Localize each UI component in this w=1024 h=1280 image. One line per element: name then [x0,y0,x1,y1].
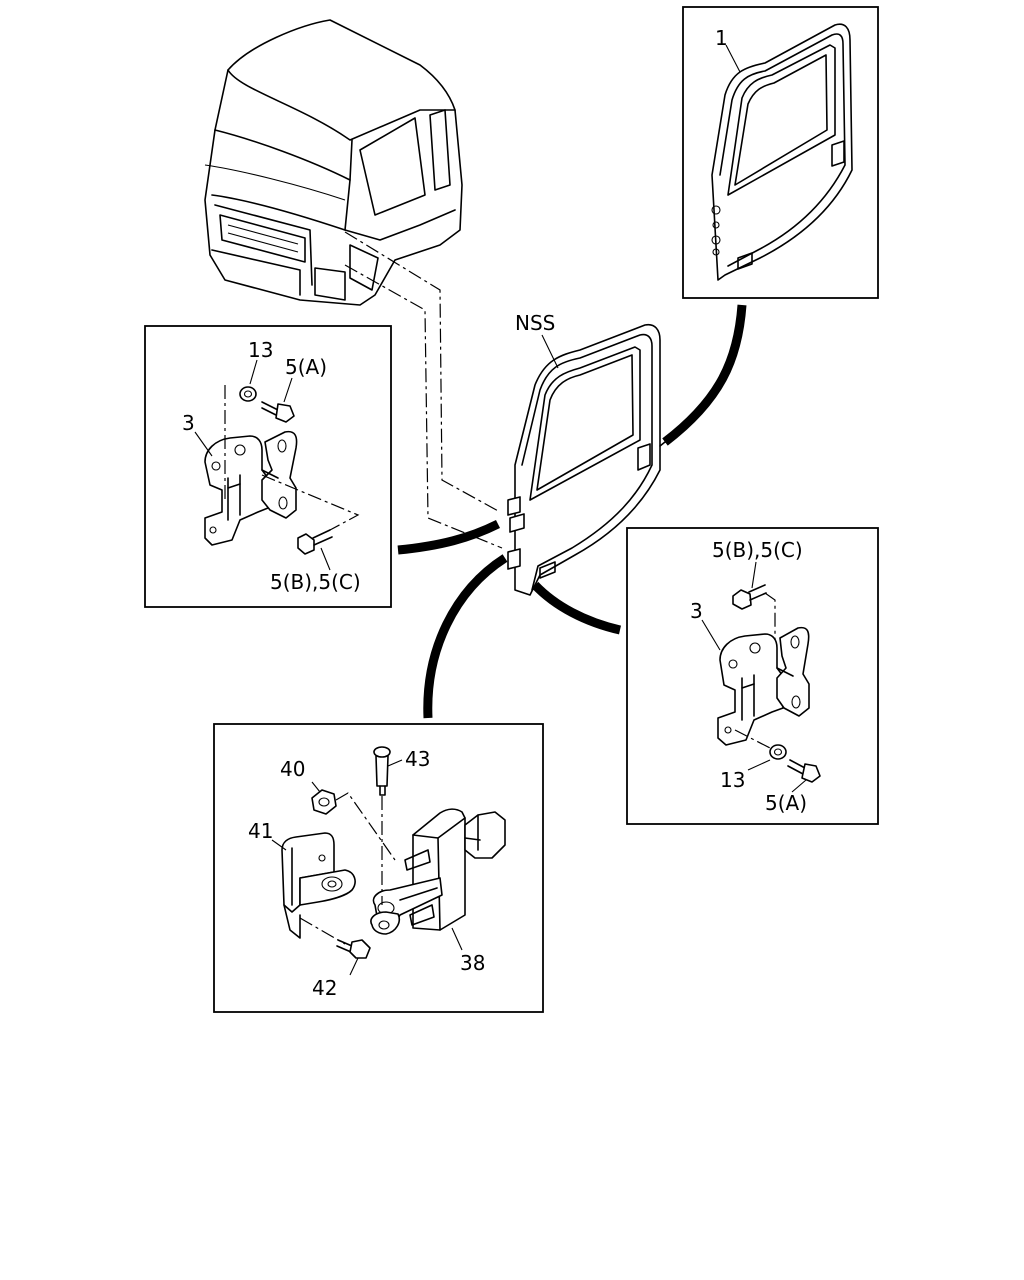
label-checker-pin-43: 43 [405,747,430,771]
label-checker-bolt-42: 42 [312,976,337,1000]
label-left-nut-13: 13 [248,338,273,362]
leader-nss [541,334,559,369]
label-checker-unit-38: 38 [460,951,485,975]
label-left-bolt-5bc: 5(B),5(C) [270,570,361,594]
label-right-hinge-3: 3 [690,599,703,623]
door-nss [507,323,661,596]
label-checker-nut-40: 40 [280,757,305,781]
label-right-nut-13: 13 [720,768,745,792]
label-left-bolt-5a: 5(A) [285,355,327,379]
connector-curves [397,304,747,719]
label-right-bolt-5bc: 5(B),5(C) [712,538,803,562]
leader-item-1 [725,44,741,73]
truck-cab-drawing [204,19,463,306]
label-right-bolt-5a: 5(A) [765,791,807,815]
label-item-1: 1 [715,26,728,50]
left-hinge-drawing [204,385,360,555]
door-panel-drawing [711,23,853,281]
door-panel-box [682,6,879,299]
door-checker-drawing [281,746,506,959]
right-hinge-box [626,527,879,825]
label-nss: NSS [515,311,555,335]
label-left-hinge-3: 3 [182,411,195,435]
left-hinge-box [144,325,392,608]
door-checker-box [213,723,544,1013]
label-checker-bracket-41: 41 [248,819,273,843]
right-hinge-drawing [717,584,821,783]
